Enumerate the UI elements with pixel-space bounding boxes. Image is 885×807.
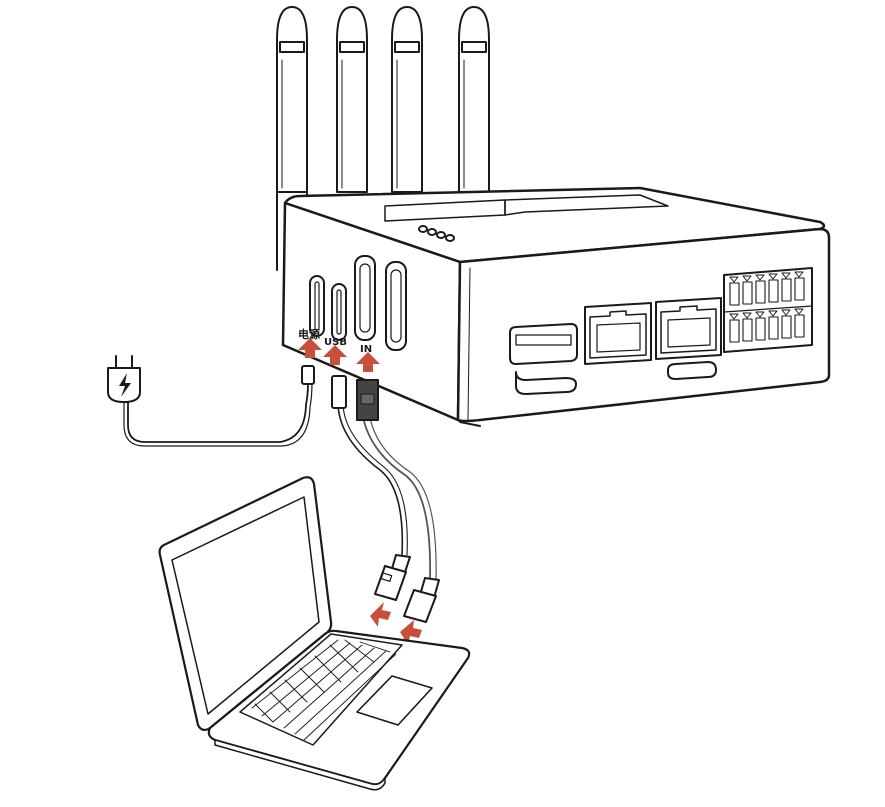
usb-port[interactable]	[331, 283, 347, 341]
hdmi-laptop-arrow	[400, 620, 422, 645]
power-plug	[107, 355, 141, 403]
keyboard-keys	[251, 639, 397, 741]
left-face-ports	[309, 255, 407, 351]
antenna-4	[458, 6, 490, 193]
right-face-ports	[509, 267, 813, 395]
touchpad	[356, 675, 433, 726]
ethernet-port-1[interactable]	[584, 302, 652, 365]
laptop-arrows	[370, 602, 422, 645]
label-usb: USB	[324, 337, 347, 348]
label-in: IN	[360, 344, 372, 355]
laptop-lid	[158, 476, 333, 732]
usb-laptop-plug	[374, 554, 411, 601]
hdmi-in-arrow	[356, 352, 380, 372]
antenna-3	[391, 6, 423, 193]
port-arrows	[298, 338, 380, 372]
terminal-block[interactable]	[723, 267, 813, 353]
power-arrow	[298, 338, 322, 358]
label-power: 电源	[298, 327, 320, 341]
usb-laptop-arrow	[370, 602, 391, 627]
antenna-2	[336, 6, 368, 193]
laptop-screen	[171, 496, 320, 715]
indicator-leds	[418, 225, 455, 242]
usb-cable	[331, 375, 408, 556]
usb-arrow	[323, 345, 347, 365]
power-port[interactable]	[309, 275, 325, 337]
side-vent	[385, 261, 407, 351]
power-cable	[123, 365, 315, 447]
antenna-1	[276, 6, 308, 271]
laptop	[158, 476, 471, 791]
keyboard	[239, 633, 403, 746]
antennas	[276, 6, 490, 271]
hdmi-cable	[356, 379, 437, 581]
hdmi-laptop-plug	[403, 577, 440, 623]
power-plug-icon	[119, 373, 131, 397]
ethernet-port-2[interactable]	[655, 297, 722, 380]
hdmi-in-port[interactable]	[354, 255, 376, 341]
sim-slot[interactable]	[509, 323, 578, 395]
